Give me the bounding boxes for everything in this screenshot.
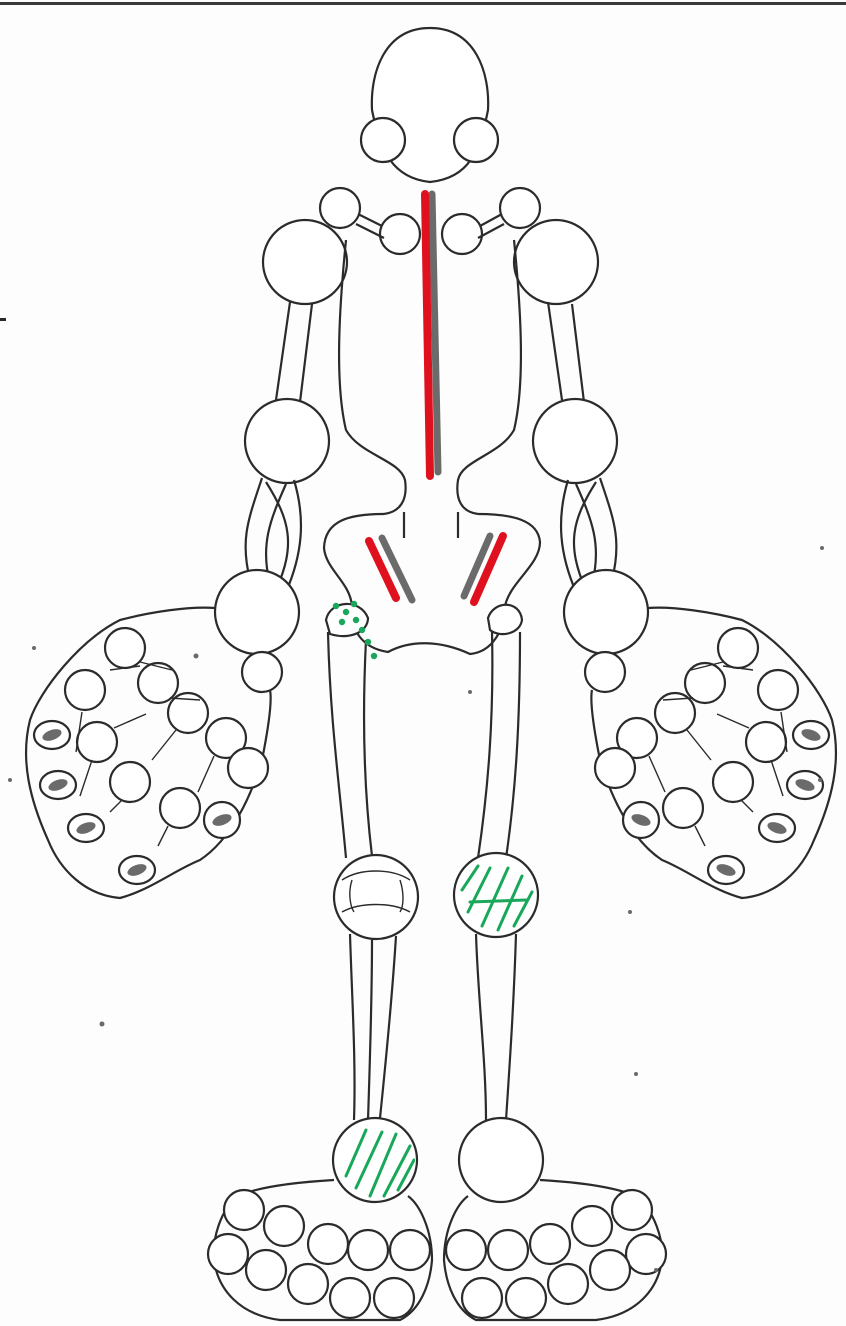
finger-joint-left-mark-1 <box>47 777 69 793</box>
sacroiliac-left-mark-red <box>369 541 396 598</box>
knee-right-hatch-line <box>462 866 478 890</box>
spine-mark-red <box>425 194 430 476</box>
finger-joint-right-mark-4 <box>630 812 652 828</box>
hip-left-dot-6 <box>365 639 371 645</box>
hip-left-dot-5 <box>359 627 365 633</box>
hip-left-dot-2 <box>351 601 357 607</box>
ankle-left-hatch-line <box>370 1134 396 1196</box>
knee-right-hatch-line <box>514 892 532 926</box>
finger-joint-right-mark-0 <box>800 727 822 743</box>
knee-right-hatch <box>462 866 532 930</box>
finger-joint-right-mark-3 <box>715 862 737 878</box>
hip-left-dot-7 <box>371 653 377 659</box>
hip-left-dot-1 <box>343 609 349 615</box>
hip-left-dot-4 <box>353 617 359 623</box>
finger-joint-left-mark-3 <box>126 862 148 878</box>
finger-joint-left-mark-2 <box>75 820 97 836</box>
finger-joint-right-mark-1 <box>794 777 816 793</box>
finger-joint-right-mark-2 <box>766 820 788 836</box>
knee-right-hatch-line <box>470 900 526 902</box>
hip-left-dot-3 <box>339 619 345 625</box>
ankle-left-hatch-line <box>346 1130 366 1176</box>
hip-left-dot-0 <box>333 603 339 609</box>
ankle-left-hatch <box>346 1130 414 1196</box>
finger-joint-left-mark-4 <box>211 812 233 828</box>
finger-joint-left-mark-0 <box>41 727 63 743</box>
